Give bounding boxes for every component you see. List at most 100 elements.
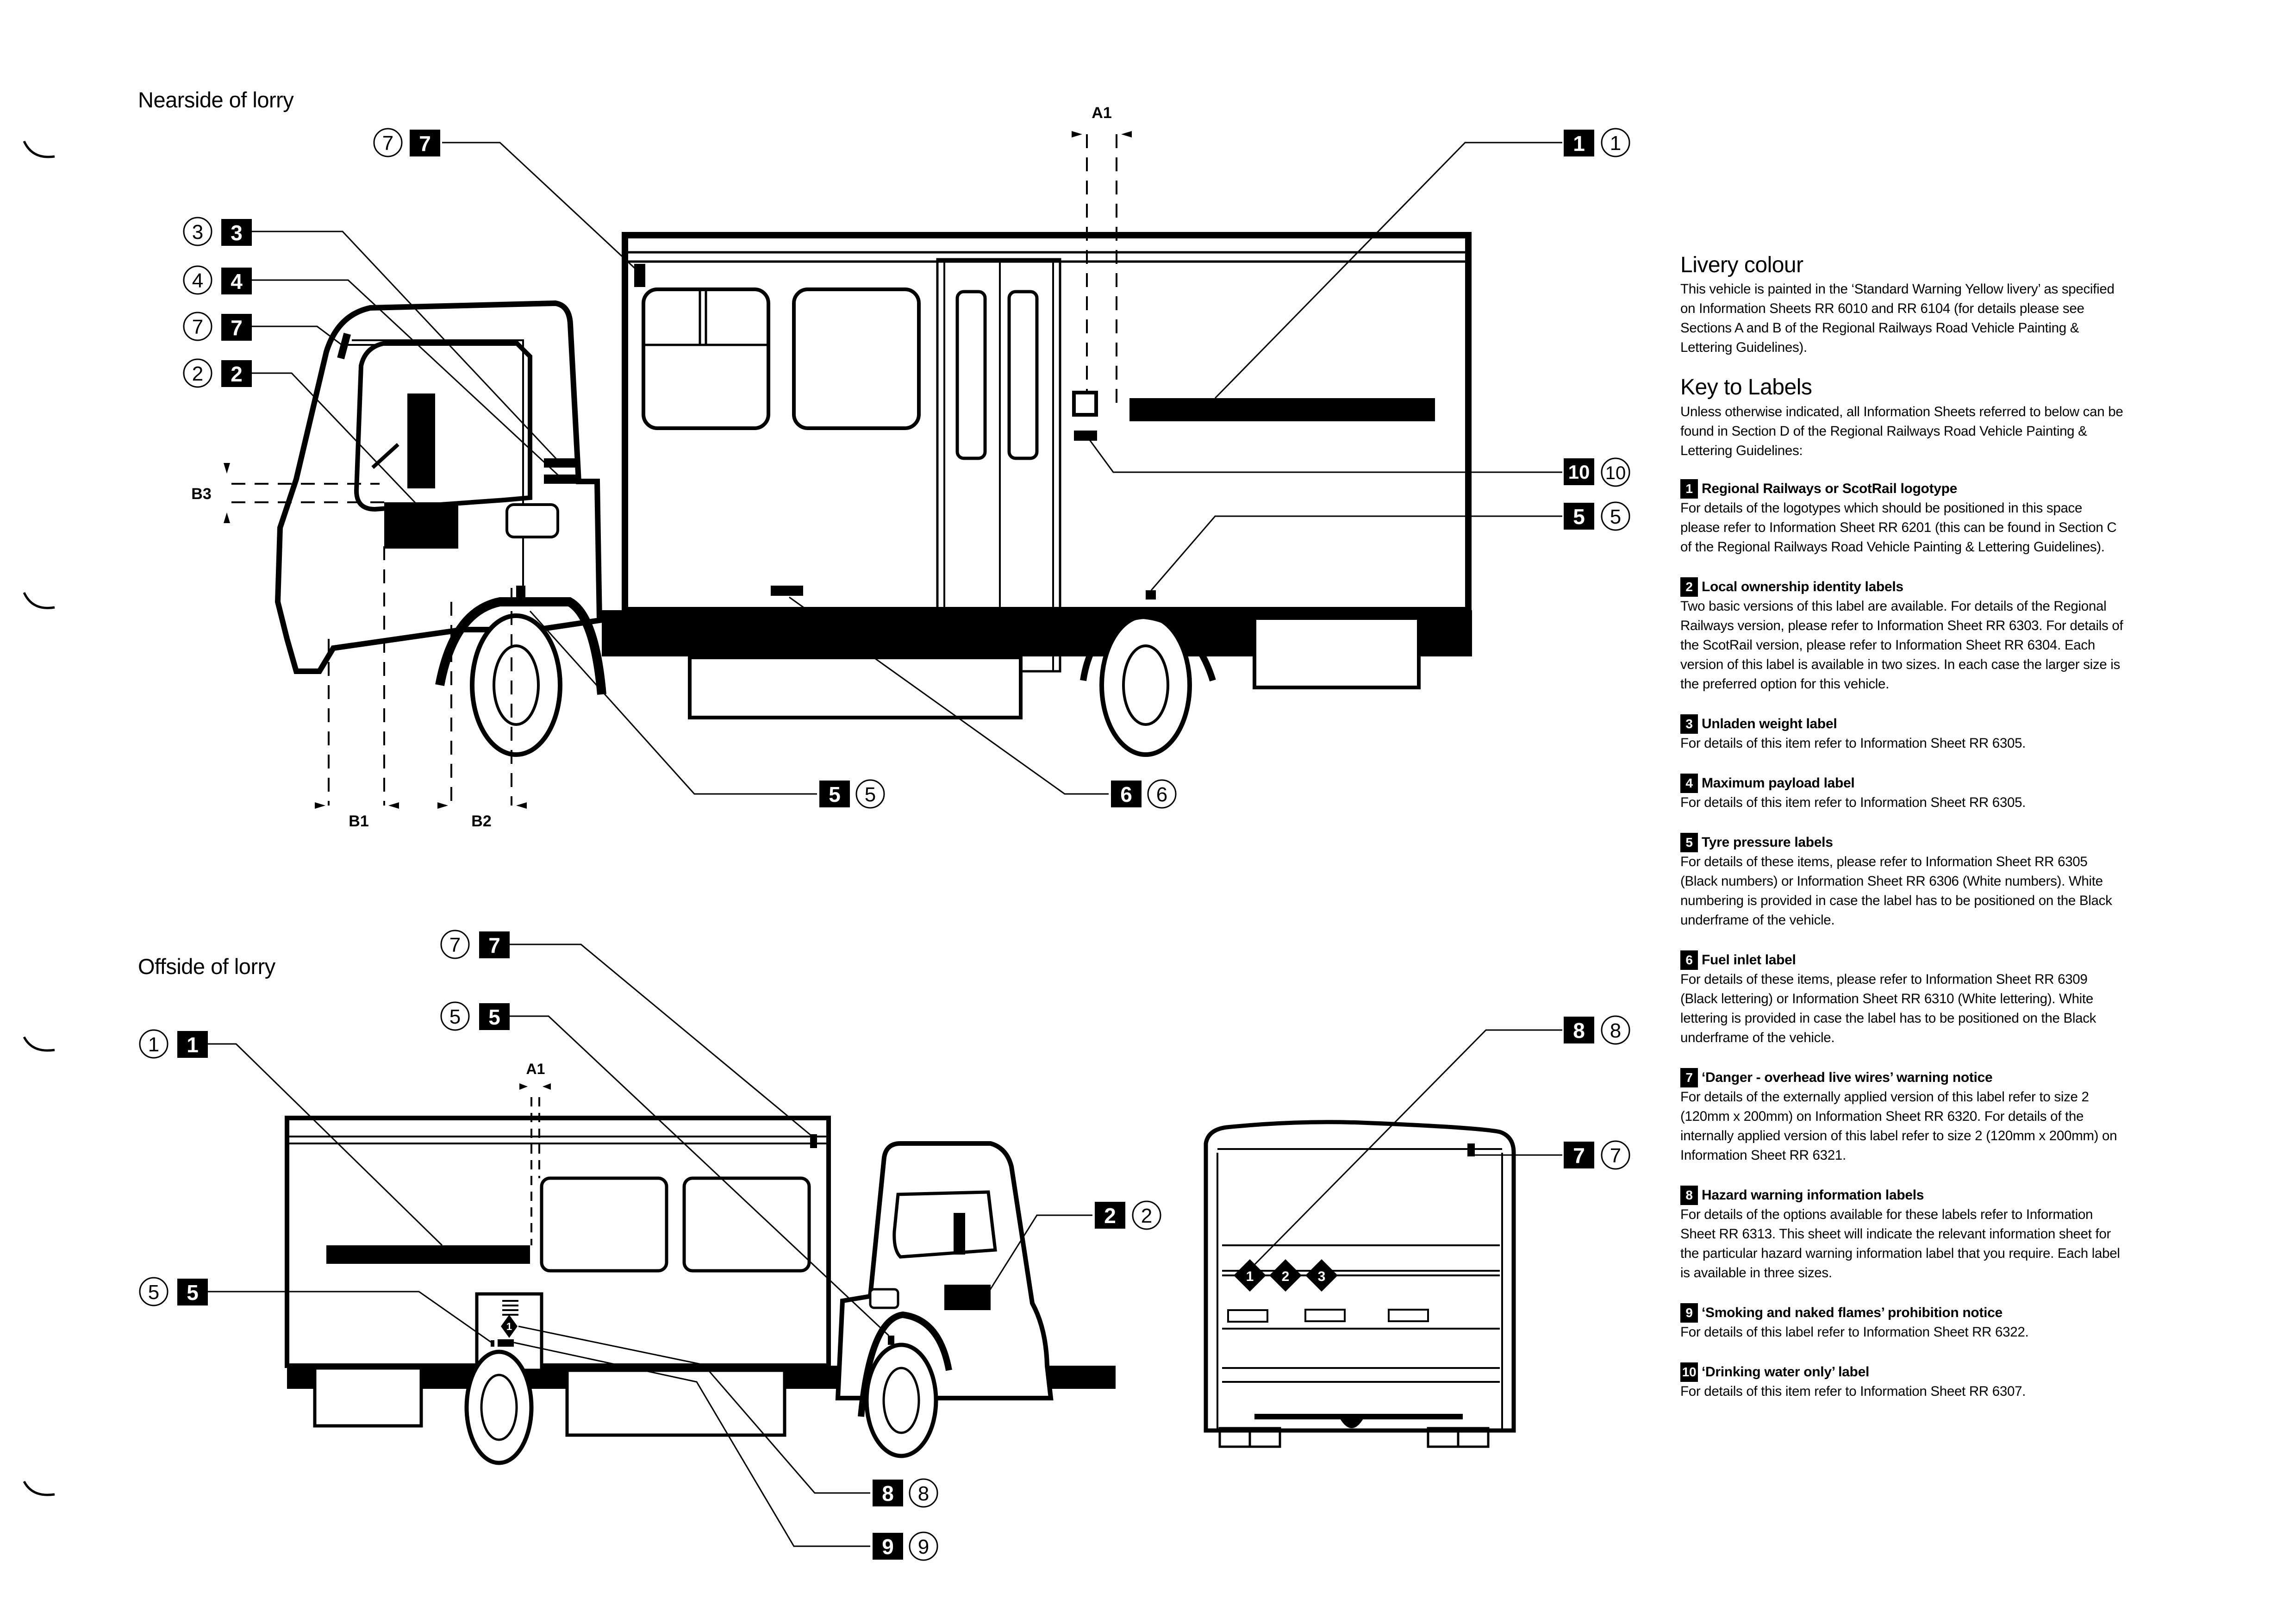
callout-circle-number: 2 (1141, 1205, 1152, 1227)
callout-square-number: 3 (231, 221, 243, 245)
livery-section: Livery colour This vehicle is painted in… (1680, 253, 2125, 357)
callout-5-offside-left: 5 5 (139, 1277, 208, 1306)
dim-a1-offside: A1 (526, 1061, 545, 1077)
key-item-title: Hazard warning information labels (1702, 1187, 1924, 1203)
offside-window (682, 1176, 811, 1273)
callout-10: 10 10 (1564, 457, 1630, 487)
label-7-patch (634, 264, 645, 287)
key-number-badge: 4 (1680, 773, 1698, 793)
hazard-diamond-2: 2 (1269, 1259, 1302, 1292)
callout-square-number: 8 (882, 1481, 894, 1505)
callout-7-offside: 7 7 (440, 930, 510, 959)
key-item-title: Unladen weight label (1702, 716, 1837, 731)
callout-circle-number: 10 (1605, 463, 1626, 483)
callout-5-nearside-bottom: 5 5 (819, 779, 885, 809)
nearside-dimension-arrows (224, 131, 1132, 809)
key-item-text: For details of this item refer to Inform… (1680, 735, 2026, 751)
key-number-badge: 9 (1680, 1303, 1698, 1323)
leader-lines (192, 142, 1562, 1547)
nearside-body (622, 232, 1472, 613)
offside-lorry (285, 1116, 1116, 1465)
callout-square-number: 7 (231, 316, 243, 340)
dim-b2: B2 (471, 812, 491, 830)
offside-dimensions (530, 1097, 540, 1245)
rear-light (1227, 1309, 1268, 1323)
callout-circle-number: 5 (449, 1006, 461, 1028)
key-number-badge: 3 (1680, 714, 1698, 734)
callout-4: 4 4 (183, 265, 252, 295)
callout-circle-number: 8 (918, 1482, 929, 1505)
offside-cab (835, 1141, 1054, 1400)
offside-label-5-cab-patch (888, 1336, 894, 1345)
key-number-badge: 6 (1680, 950, 1698, 970)
binder-hole-mark (23, 1036, 55, 1052)
callout-circle-number: 8 (1610, 1019, 1621, 1042)
dim-b3: B3 (191, 485, 211, 503)
callout-circle-number: 1 (1610, 132, 1621, 155)
key-item: 9‘Smoking and naked flames’ prohibition … (1680, 1303, 2125, 1342)
nearside-window (792, 287, 921, 430)
nearside-title: Nearside of lorry (138, 87, 294, 112)
rear-wheel (1099, 613, 1192, 757)
margin-marks (23, 140, 55, 1496)
offside-hazard-number: 1 (506, 1321, 512, 1332)
callout-square-number: 4 (231, 269, 243, 294)
front-wheel (470, 613, 562, 757)
key-item-text: For details of these items, please refer… (1680, 854, 2112, 928)
callout-circle-number: 1 (148, 1033, 159, 1056)
offside-body (285, 1116, 831, 1368)
callout-square-number: 5 (829, 782, 841, 806)
offside-label-1-patch (326, 1245, 530, 1264)
callout-5-offside-top: 5 5 (440, 1001, 510, 1031)
key-item-text: For details of these items, please refer… (1680, 971, 2096, 1045)
callout-square-number: 5 (1573, 505, 1585, 529)
rear-tyre (1457, 1427, 1490, 1448)
label-5-cab-patch (516, 586, 525, 606)
rear-wheel-arch (1080, 612, 1216, 682)
callout-square-number: 5 (488, 1005, 500, 1029)
label-6-patch (771, 586, 803, 596)
callout-square-number: 2 (231, 362, 243, 386)
callout-square-number: 6 (1120, 782, 1132, 806)
key-item-title: ‘Drinking water only’ label (1702, 1364, 1869, 1380)
hazard-diamond-label: 3 (1318, 1269, 1326, 1284)
callout-square-number: 5 (187, 1280, 199, 1305)
offside-fuel-tank (565, 1368, 786, 1437)
callout-circle-number: 7 (382, 132, 393, 155)
key-item-title: Regional Railways or ScotRail logotype (1702, 481, 1958, 496)
key-panel: Livery colour This vehicle is painted in… (1680, 253, 2125, 1422)
label-10-patch (1074, 431, 1097, 441)
offside-rear-wheel (464, 1349, 534, 1465)
label-10-water-tap (1072, 391, 1098, 417)
callout-6: 6 6 (1111, 779, 1177, 809)
callout-5-nearside-right: 5 5 (1564, 501, 1630, 531)
callout-circle-number: 4 (192, 269, 203, 292)
key-section: Key to Labels Unless otherwise indicated… (1680, 375, 2125, 460)
offside-battery-box (313, 1366, 423, 1428)
key-heading: Key to Labels (1680, 375, 1812, 400)
offside-label-9-patch (498, 1339, 514, 1347)
label-4-patch (544, 475, 579, 484)
callout-8-offside: 8 8 (873, 1478, 938, 1508)
key-item-text: For details of this item refer to Inform… (1680, 794, 2026, 810)
nearside-cab (275, 300, 603, 674)
callout-square-number: 7 (488, 933, 500, 957)
callout-1-offside: 1 1 (139, 1029, 208, 1059)
callout-circle-number: 7 (1610, 1144, 1621, 1167)
offside-window (540, 1176, 668, 1273)
rear-hazard-diamonds: 1 2 3 (1234, 1259, 1338, 1292)
offside-hazard-diamond (501, 1315, 518, 1338)
offside-label-7-patch (810, 1134, 817, 1148)
offside-label-patches (326, 1134, 991, 1347)
callout-2-nearside: 2 2 (183, 358, 252, 388)
callout-square-number: 10 (1568, 461, 1590, 483)
mirror (505, 503, 559, 538)
cab-window (354, 340, 532, 512)
key-number-badge: 8 (1680, 1185, 1698, 1205)
hazard-diamond-label: 2 (1282, 1269, 1290, 1284)
key-item-text: Two basic versions of this label are ava… (1680, 598, 2123, 692)
